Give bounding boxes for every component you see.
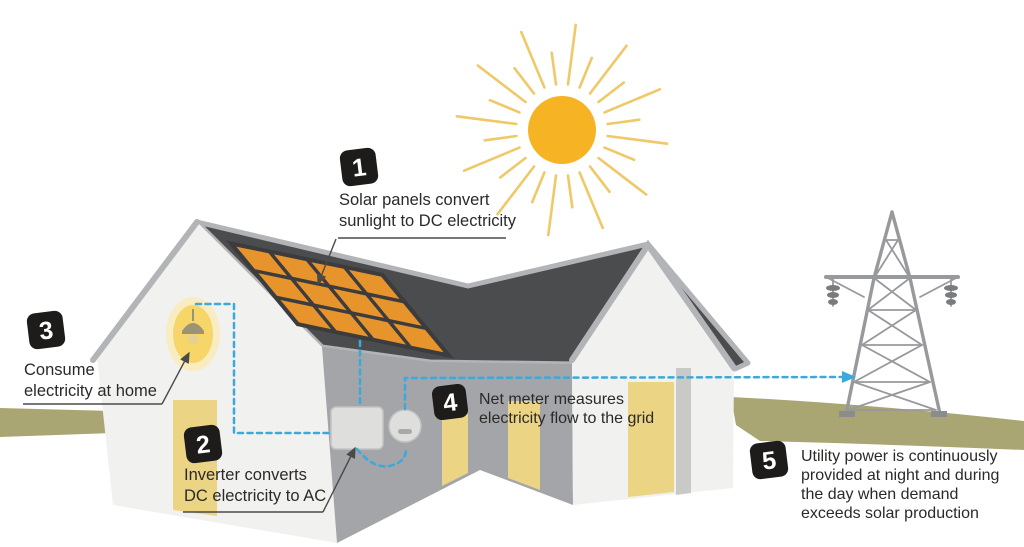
step-5-line-3: the day when demand	[801, 486, 958, 503]
step-2-line-2: DC electricity to AC	[184, 487, 326, 505]
sun-ray	[550, 51, 558, 86]
step-3-badge: 3	[26, 310, 66, 350]
sun-ray	[603, 88, 662, 114]
solar-cell	[355, 315, 407, 345]
light-icon	[166, 297, 220, 371]
flow-meter-to-grid	[403, 375, 844, 411]
solar-cell	[370, 296, 422, 326]
pointer-lines	[23, 237, 506, 513]
sun-ray	[578, 56, 594, 89]
step-5-label: Utility power is continuously provided a…	[801, 448, 999, 522]
solar-cell	[280, 300, 332, 330]
sun-ray	[588, 44, 628, 95]
solar-cell	[295, 281, 347, 311]
door-center-1	[442, 414, 468, 486]
step-2-line-1: Inverter converts	[184, 466, 307, 484]
sun-ray	[462, 146, 521, 172]
sun-ray	[597, 81, 626, 104]
flow-inverter-to-home	[194, 302, 332, 435]
right-wall-shade	[676, 368, 691, 495]
step-1-label: Solar panels convert sunlight to DC elec…	[339, 191, 517, 230]
sun-ray	[496, 165, 536, 216]
utility-tower-icon	[824, 210, 960, 417]
solar-cell	[317, 307, 369, 337]
solar-cell	[333, 288, 385, 318]
sun-ray	[519, 30, 546, 89]
sun-ray	[606, 134, 669, 145]
sun-ray	[476, 64, 527, 104]
ground-hill	[731, 397, 1024, 450]
sun-ray	[513, 66, 536, 95]
sun-ray	[603, 146, 636, 162]
sun-ray	[566, 23, 578, 86]
power-flow-lines	[194, 302, 856, 468]
door-center-2	[508, 401, 540, 490]
sun-ray	[566, 174, 574, 209]
step-4-line-1: Net meter measures	[479, 391, 624, 408]
solar-cell	[273, 254, 325, 284]
step-1-line-2: sunlight to DC electricity	[339, 212, 517, 230]
step-3-line-1: Consume	[24, 361, 95, 379]
step-5-number: 5	[761, 446, 778, 475]
sun-ray	[498, 156, 527, 179]
flow-arrowhead	[842, 371, 856, 383]
sun-icon	[455, 23, 669, 237]
step-2-number: 2	[195, 430, 212, 459]
step-5-badge: 5	[749, 440, 789, 480]
solar-panel	[225, 240, 455, 359]
step-1-number: 1	[351, 153, 368, 182]
right-roof-trim	[569, 239, 737, 371]
sun-core	[528, 96, 596, 164]
step-1-line-1: Solar panels convert	[339, 191, 490, 209]
sun-ray	[546, 174, 558, 237]
step-5-line-4: exceeds solar production	[801, 505, 979, 522]
sun-ray	[597, 156, 648, 196]
sun-ray	[488, 98, 521, 114]
insulator-left	[826, 276, 840, 307]
house	[90, 219, 751, 543]
step-3-number: 3	[38, 316, 55, 345]
step-4-line-2: electricity flow to the grid	[479, 410, 654, 427]
step-4-number: 4	[442, 388, 459, 417]
sun-rays	[455, 23, 669, 237]
solar-cell	[258, 273, 310, 303]
step-4-label: Net meter measures electricity flow to t…	[479, 391, 654, 427]
solar-panel-grid	[225, 240, 455, 359]
net-meter-icon	[388, 409, 422, 443]
inverter-box	[330, 406, 384, 450]
ground-left	[0, 408, 113, 437]
step-1-badge: 1	[339, 147, 379, 187]
solar-cell	[392, 323, 444, 353]
sun-ray	[530, 171, 546, 204]
step-2-label: Inverter converts DC electricity to AC	[184, 466, 326, 505]
sun-ray	[483, 134, 518, 142]
door-right	[628, 382, 674, 497]
left-roof-trim	[90, 219, 200, 363]
step-3-line-2: electricity at home	[24, 382, 157, 400]
step-4-badge: 4	[431, 383, 469, 421]
step-5-line-1: Utility power is continuously	[801, 448, 998, 465]
arrow-to-inverter	[322, 446, 356, 513]
step-5-line-2: provided at night and during	[801, 467, 999, 484]
arrow-to-panel	[317, 238, 337, 286]
step-2-badge: 2	[183, 424, 223, 464]
arrow-to-light	[161, 351, 190, 405]
insulator-right	[944, 276, 958, 307]
sun-ray	[578, 171, 605, 230]
step-3-label: Consume electricity at home	[24, 361, 157, 400]
flow-inverter-to-meter	[355, 447, 408, 468]
solar-cell	[236, 246, 288, 276]
sun-ray	[588, 165, 611, 194]
sun-ray	[606, 118, 641, 126]
solar-panel-frame	[225, 240, 455, 359]
sun-ray	[455, 115, 518, 126]
right-gable-wall	[572, 245, 734, 505]
solar-cell	[348, 269, 400, 299]
